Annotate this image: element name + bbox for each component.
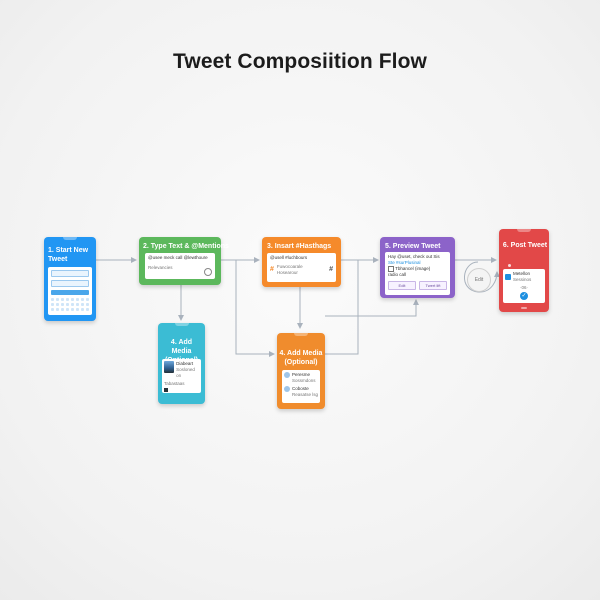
media-small-thumb-icon (164, 388, 168, 392)
status-dot-icon (508, 264, 511, 267)
avatar (505, 274, 511, 280)
media-option-meta: Reasatse lsg (292, 392, 319, 397)
step-5-card[interactable]: 5. Preview Tweet Hay @uset, check out Si… (380, 237, 455, 298)
media-meta: Sosloned on (176, 367, 195, 378)
step-4a-media-panel[interactable]: Diabeart Sosloned on Tabastaas (162, 359, 201, 393)
step-2-text-panel[interactable]: @usee meck call @lewthoure Relevancies (145, 253, 215, 279)
preview-line: (image) (414, 266, 431, 272)
hashtag-suggestion[interactable]: Hosearour (276, 270, 298, 275)
step-6-posted-panel: Metellon Sessinos ·06· ✓ (503, 269, 545, 303)
step-3-card[interactable]: 3. Insart #Hasthags @usell #luchbours # … (262, 237, 341, 287)
media-option-name[interactable]: Coboste (292, 386, 309, 391)
line-4b-to-5 (325, 260, 359, 355)
step-2-title: 2. Type Text & @Mentions (143, 243, 229, 250)
typed-text: @usee meck call @lewthoure (148, 255, 208, 260)
media-option-meta: Sossmdons (292, 378, 316, 383)
tweet-text-field-secondary[interactable] (51, 280, 89, 287)
edit-button[interactable]: Edit (388, 281, 416, 291)
mention-icon (204, 268, 212, 276)
keyboard-icon (51, 298, 89, 311)
step-4b-title: 4. Add Media (Optional) (279, 350, 323, 366)
media-option-icon (284, 386, 290, 392)
step-4b-card[interactable]: 4. Add Media (Optional) Peresme Sossmdon… (277, 333, 325, 409)
step-6-card[interactable]: 6. Post Tweet Metellon Sessinos ·06· ✓ (499, 229, 549, 312)
step-4b-media-panel[interactable]: Peresme Sossmdons Coboste Reasatse lsg (282, 370, 320, 403)
diagram-title: Tweet Composiition Flow (173, 50, 427, 73)
mention-hint: Relevancies (148, 265, 173, 270)
posted-meta: Sessinos (513, 277, 532, 282)
step-1-title: 1. Start New Tweet (48, 247, 89, 263)
step-1-card[interactable]: 1. Start New Tweet (44, 237, 96, 321)
image-thumbnail-icon (164, 361, 175, 373)
status-dot-icon (521, 307, 527, 309)
step-5-title: 5. Preview Tweet (385, 243, 441, 250)
line-4b-to-5-right (325, 299, 419, 317)
media-name: Diabeart (176, 361, 194, 366)
media-sub: Tabastaas (164, 381, 185, 386)
tweet-text-field[interactable] (51, 270, 89, 277)
posted-stats: ·06· (519, 285, 528, 290)
preview-line: Hay @uset, check out Sis (388, 254, 440, 259)
phone-notch (63, 237, 77, 240)
step-4a-card[interactable]: 4. Add Media (Optional) Diabeart Soslone… (158, 323, 205, 404)
step-2-card[interactable]: 2. Type Text & @Mentions @usee meck call… (139, 237, 229, 285)
step-1-compose-panel (48, 267, 92, 315)
edit-loop-label: Edit (467, 268, 491, 292)
line-branch-to-4b (235, 260, 275, 357)
media-option-name[interactable]: Peresme (292, 372, 311, 377)
step-3-text-panel[interactable]: @usell #luchbours # Fuwocoarale Hosearou… (267, 253, 336, 282)
step-3-title: 3. Insart #Hasthags (267, 243, 332, 250)
hashtag-icon: # (270, 266, 274, 273)
posted-name: Metellon (513, 271, 531, 276)
preview-line: Tbhancel (395, 266, 414, 272)
step-6-title: 6. Post Tweet (502, 242, 548, 249)
image-icon (388, 266, 394, 272)
preview-line: radio call (388, 272, 407, 278)
phone-notch (517, 229, 531, 232)
media-option-icon (284, 372, 290, 378)
phone-notch (294, 333, 308, 336)
phone-notch (174, 323, 189, 326)
preview-line: Ste #surPlusinal (388, 260, 421, 265)
compose-button[interactable] (51, 290, 89, 295)
tweet-button[interactable]: Twert lift (419, 281, 447, 291)
checkmark-icon: ✓ (520, 292, 528, 300)
hashtag-icon: # (329, 266, 333, 273)
typed-text: @usell #luchbours (270, 255, 308, 260)
step-5-preview-panel: Hay @uset, check out Sis Ste #surPlusina… (385, 252, 450, 295)
hashtag-suggestion[interactable]: Fuwocoarale (276, 264, 303, 269)
